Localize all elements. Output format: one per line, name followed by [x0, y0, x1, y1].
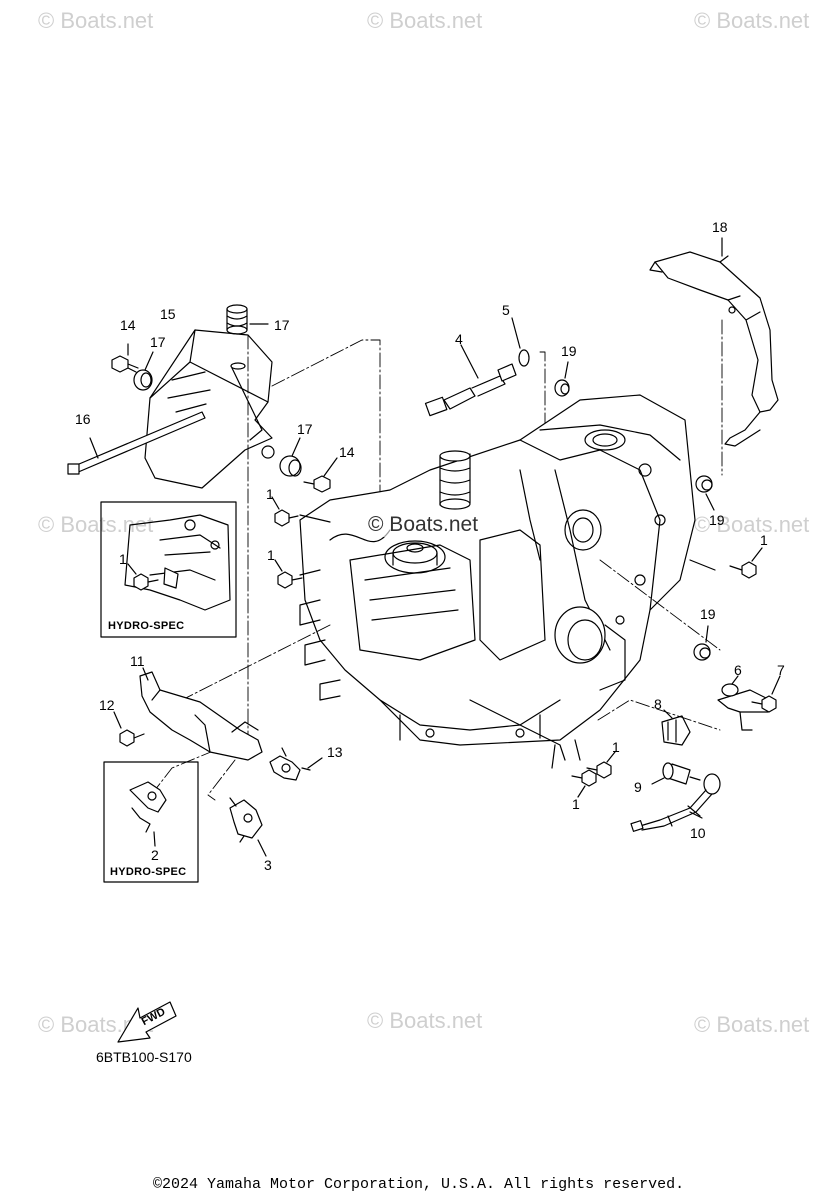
callout-6: 6 — [734, 662, 742, 678]
bolt-part — [119, 729, 145, 747]
copyright-notice: ©2024 Yamaha Motor Corporation, U.S.A. A… — [153, 1176, 685, 1193]
callout-19: 19 — [709, 512, 725, 528]
callout-10: 10 — [690, 825, 706, 841]
callout-19: 19 — [700, 606, 716, 622]
bolt-part — [303, 475, 331, 493]
bolt-part — [751, 695, 777, 713]
clip-part — [229, 797, 263, 843]
sensor-part — [424, 363, 517, 417]
bolt-part — [277, 571, 303, 589]
engine-cover-part — [144, 329, 275, 489]
callout-9: 9 — [634, 779, 642, 795]
grommet-part — [279, 455, 302, 477]
callout-3: 3 — [264, 857, 272, 873]
callout-13: 13 — [327, 744, 343, 760]
bolt-part — [111, 355, 139, 373]
cable-tie-part — [67, 411, 206, 475]
callout-17: 17 — [150, 334, 166, 350]
callout-16: 16 — [75, 411, 91, 427]
o-ring-part — [518, 349, 530, 367]
engine-block — [299, 394, 716, 769]
callout-1: 1 — [612, 739, 620, 755]
fwd-arrow-icon — [117, 1001, 177, 1043]
grommet-part — [693, 643, 711, 661]
grommet-part — [695, 475, 713, 493]
callout-1: 1 — [266, 486, 274, 502]
callout-1: 1 — [267, 547, 275, 563]
callout-8: 8 — [654, 696, 662, 712]
callout-1: 1 — [572, 796, 580, 812]
watermark: © Boats.net — [367, 1008, 483, 1033]
watermark: © Boats.net — [694, 8, 810, 33]
inset-engine-detail — [124, 514, 231, 611]
callout-2: 2 — [151, 847, 159, 863]
switch-part — [662, 762, 701, 785]
figure-code: 6BTB100-S170 — [96, 1049, 192, 1065]
center-watermark: © Boats.net — [368, 513, 479, 537]
bracket-part — [139, 671, 263, 761]
bolt-part — [729, 561, 757, 579]
hydro-spec-inset-box — [103, 761, 199, 883]
clip-part — [269, 747, 311, 781]
callout-1: 1 — [119, 551, 127, 567]
hydro-spec-inset-box — [100, 501, 237, 638]
callout-7: 7 — [777, 662, 785, 678]
hydro-spec-label: HYDRO-SPEC — [108, 620, 185, 632]
callout-19: 19 — [561, 343, 577, 359]
hose-part — [630, 773, 721, 832]
callout-14: 14 — [339, 444, 355, 460]
callout-11: 11 — [130, 653, 145, 669]
callout-17: 17 — [297, 421, 313, 437]
bolt-part — [571, 769, 597, 787]
hydro-spec-label: HYDRO-SPEC — [110, 866, 187, 878]
callout-18: 18 — [712, 219, 728, 235]
grommet-part — [226, 304, 248, 335]
clip-part — [129, 781, 167, 833]
grommet-part — [554, 379, 570, 397]
bolt-part — [586, 761, 612, 779]
bracket-part — [649, 251, 779, 447]
callout-4: 4 — [455, 331, 463, 347]
watermark: © Boats.net — [367, 8, 483, 33]
watermark: © Boats.net — [694, 512, 810, 537]
callout-14: 14 — [120, 317, 136, 333]
callout-17: 17 — [274, 317, 290, 333]
clamp-part — [661, 715, 691, 746]
watermark: © Boats.net — [694, 1012, 810, 1037]
bolt-part — [133, 573, 159, 591]
callout-15: 15 — [160, 306, 176, 322]
grommet-part — [133, 369, 153, 391]
callout-5: 5 — [502, 302, 510, 318]
callout-1: 1 — [760, 532, 768, 548]
watermark: © Boats.net — [38, 8, 154, 33]
callout-12: 12 — [99, 697, 115, 713]
bolt-part — [274, 509, 299, 527]
